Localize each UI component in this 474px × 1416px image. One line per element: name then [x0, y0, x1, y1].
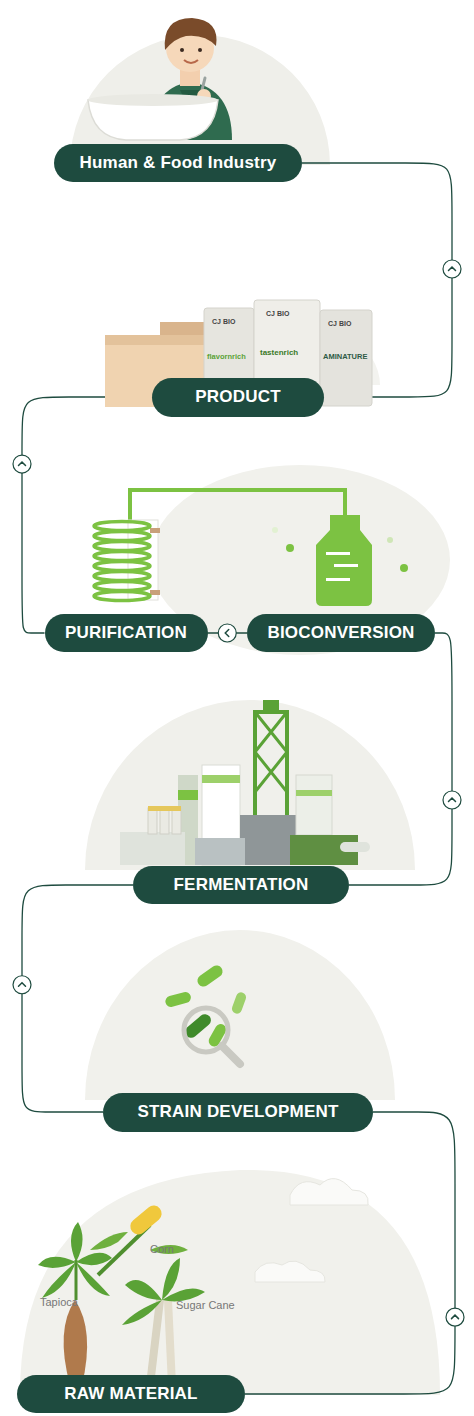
direction-marker	[443, 791, 461, 809]
package-label: CJ BIO	[212, 318, 235, 325]
step-pill: FERMENTATION	[133, 866, 349, 904]
direction-marker	[13, 976, 31, 994]
package-label: CJ BIO	[328, 320, 351, 327]
step-pill: PRODUCT	[152, 378, 324, 417]
step-label: RAW MATERIAL	[64, 1384, 197, 1404]
product-packages	[105, 300, 372, 407]
direction-marker	[218, 624, 236, 642]
bioconversion-apparatus	[94, 490, 408, 606]
flow-connector	[22, 885, 133, 1112]
package-label: flavornrich	[207, 352, 246, 361]
plant-label: Tapioca	[40, 1296, 78, 1308]
package-label: CJ BIO	[266, 310, 289, 317]
flow-connector	[245, 1112, 455, 1394]
step-pill: BIOCONVERSION	[247, 614, 435, 652]
plant-label: Sugar Cane	[176, 1299, 235, 1311]
ground-blob	[20, 1170, 440, 1395]
step-pill: STRAIN DEVELOPMENT	[103, 1093, 373, 1132]
factory-illustration	[120, 700, 370, 865]
bacteria-illustration	[164, 963, 247, 1064]
plant-label: Corn	[150, 1243, 174, 1255]
step-label: FERMENTATION	[174, 875, 309, 895]
step-pill: PURIFICATION	[45, 614, 208, 652]
plant-illustration	[38, 1179, 368, 1385]
ground-blob	[85, 700, 415, 870]
package-label: AMINATURE	[323, 352, 367, 361]
step-pill: Human & Food Industry	[54, 144, 302, 182]
package-label: tastenrich	[260, 348, 298, 357]
direction-marker	[443, 260, 461, 278]
step-label: STRAIN DEVELOPMENT	[137, 1102, 338, 1122]
boy-figure	[88, 18, 232, 140]
step-pill: RAW MATERIAL	[17, 1375, 245, 1413]
direction-marker	[13, 455, 31, 473]
step-label: PRODUCT	[195, 387, 280, 407]
step-label: PURIFICATION	[65, 623, 187, 643]
step-label: Human & Food Industry	[80, 153, 277, 173]
step-label: BIOCONVERSION	[267, 623, 414, 643]
ground-blob	[85, 930, 395, 1100]
direction-marker	[446, 1308, 464, 1326]
